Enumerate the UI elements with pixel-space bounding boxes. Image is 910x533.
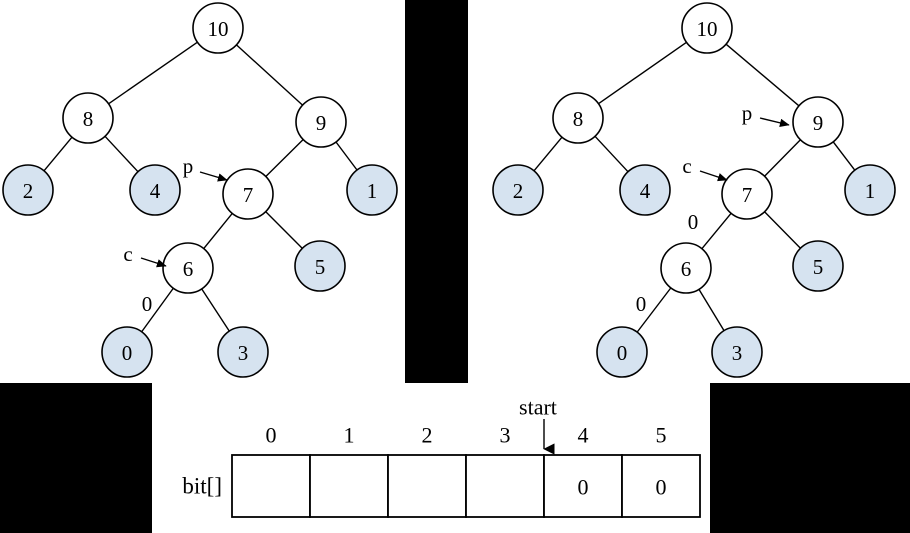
- tree-node-label: 6: [681, 257, 692, 281]
- pointer-arrow-p: [199, 171, 228, 182]
- tree-edge: [104, 135, 139, 173]
- tree-edge: [725, 43, 800, 107]
- start-marker-label: start: [519, 395, 557, 420]
- edge-annotation-label: 0: [636, 292, 647, 316]
- tree-node-label: 5: [813, 255, 824, 279]
- tree-edge: [764, 211, 801, 249]
- pointer-label-c: c: [123, 242, 132, 266]
- tree-node-circle: [101, 326, 153, 378]
- array-index-label: 5: [656, 423, 667, 448]
- array-index-label: 3: [500, 423, 511, 448]
- pointer-arrow-p: [759, 117, 790, 127]
- tree-node-circle: [217, 326, 269, 378]
- array-index-label: 2: [422, 423, 433, 448]
- array-name-label: bit[]: [182, 474, 222, 499]
- tree-node-label: 8: [573, 107, 584, 131]
- tree-node-label: 8: [83, 107, 94, 131]
- tree-edge: [201, 288, 230, 332]
- tree-edge: [594, 135, 629, 173]
- tree-edge: [598, 41, 687, 105]
- array-cell[interactable]: [543, 454, 623, 518]
- edge-annotation-label: 0: [688, 210, 699, 234]
- tree-edge: [265, 139, 304, 177]
- tree-node-circle: [596, 326, 648, 378]
- tree-node-circle: [844, 164, 896, 216]
- tree-node-label: 2: [23, 179, 34, 203]
- tree-node-label: 7: [742, 183, 753, 207]
- tree-node-circle: [681, 2, 733, 54]
- tree-node-circle: [62, 92, 114, 144]
- tree-node-circle: [2, 164, 54, 216]
- array-cell[interactable]: [465, 454, 545, 518]
- tree-node-circle: [711, 326, 763, 378]
- array-index-label: 1: [344, 423, 355, 448]
- tree-node-circle: [619, 164, 671, 216]
- tree-edge: [636, 287, 672, 333]
- tree-node-circle: [792, 240, 844, 292]
- tree-node-label: 7: [243, 183, 254, 207]
- tree-node-label: 1: [865, 179, 876, 203]
- tree-edge: [43, 136, 73, 172]
- tree-node-circle: [295, 96, 347, 148]
- tree-node-circle: [192, 2, 244, 54]
- array-cell[interactable]: [231, 454, 311, 518]
- tree-node-label: 4: [150, 179, 161, 203]
- tree-node-label: 10: [208, 17, 229, 41]
- pointer-label-p: p: [183, 154, 194, 178]
- tree-right: 10 8 9 2 4 7 1 6 5 0 3 0 0 p c: [492, 2, 896, 378]
- tree-node-circle: [294, 240, 346, 292]
- array-cell-value: 0: [656, 475, 667, 500]
- array-cell[interactable]: [387, 454, 467, 518]
- tree-edge: [108, 41, 198, 105]
- tree-node-circle: [552, 92, 604, 144]
- tree-edge: [141, 287, 174, 333]
- tree-node-label: 0: [122, 341, 133, 365]
- tree-node-label: 9: [316, 111, 327, 135]
- array-cell-value: 0: [578, 475, 589, 500]
- tree-node-circle: [222, 168, 274, 220]
- edge-annotation-label: 0: [142, 292, 153, 316]
- tree-edge: [701, 212, 732, 250]
- tree-node-label: 9: [813, 111, 824, 135]
- array-cell[interactable]: [309, 454, 389, 518]
- tree-node-label: 2: [513, 179, 524, 203]
- pointer-arrow-c: [140, 257, 167, 268]
- tree-node-circle: [129, 164, 181, 216]
- pointer-label-c: c: [682, 154, 691, 178]
- tree-node-label: 5: [315, 255, 326, 279]
- tree-node-circle: [792, 96, 844, 148]
- tree-node-circle: [721, 168, 773, 220]
- tree-edge: [235, 44, 304, 106]
- tree-node-circle: [492, 164, 544, 216]
- array-cell[interactable]: [621, 454, 701, 518]
- tree-edge: [533, 136, 563, 172]
- tree-node-label: 6: [183, 257, 194, 281]
- tree-node-label: 3: [732, 341, 743, 365]
- tree-node-circle: [162, 242, 214, 294]
- pointer-arrow-c: [699, 170, 728, 182]
- tree-node-label: 3: [238, 341, 249, 365]
- tree-left: 10 8 9 2 4 7 1 6 5 0 3 0 p c: [2, 2, 398, 378]
- tree-edge: [832, 141, 856, 171]
- tree-edge: [764, 139, 801, 177]
- tree-edge: [698, 289, 725, 331]
- tree-node-label: 1: [367, 179, 378, 203]
- pointer-label-p: p: [742, 101, 753, 125]
- array-index-label: 0: [266, 423, 277, 448]
- array-index-label: 4: [578, 423, 589, 448]
- tree-node-circle: [660, 242, 712, 294]
- tree-node-label: 10: [697, 17, 718, 41]
- tree-edge: [203, 212, 233, 250]
- tree-edge: [335, 141, 358, 171]
- tree-edge: [265, 211, 303, 249]
- tree-node-circle: [346, 164, 398, 216]
- tree-node-label: 0: [617, 341, 628, 365]
- tree-panel-left: [0, 0, 405, 383]
- tree-node-label: 4: [640, 179, 651, 203]
